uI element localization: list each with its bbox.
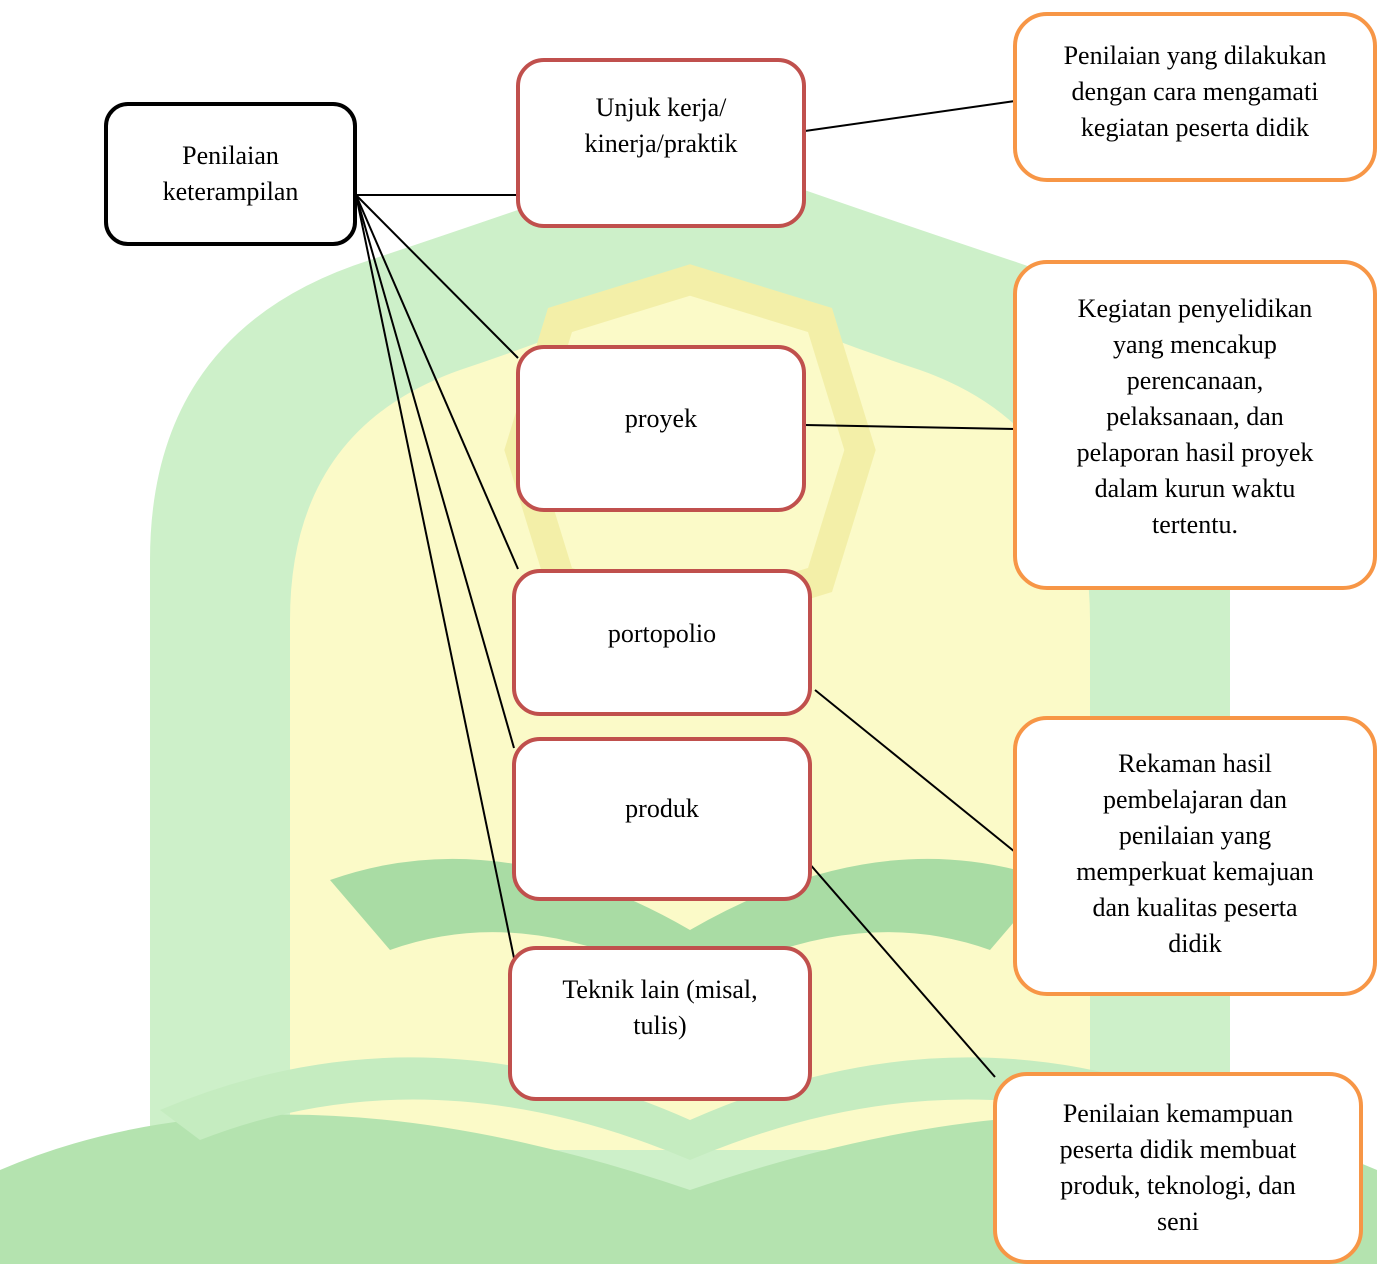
category-label: produk bbox=[625, 794, 699, 823]
connector-root-teknik-lain bbox=[355, 194, 515, 959]
root-label: Penilaian keterampilan bbox=[162, 141, 299, 206]
connector-portopolio-description bbox=[814, 689, 1016, 853]
connector-root-proyek bbox=[355, 194, 519, 359]
connector-root-portopolio bbox=[355, 194, 519, 570]
category-produk: produk bbox=[512, 737, 812, 901]
connector-unjuk-kerja-description bbox=[804, 100, 1016, 132]
description-portopolio: Rekaman hasil pembelajaran dan penilaian… bbox=[1013, 716, 1377, 996]
category-unjuk-kerja: Unjuk kerja/ kinerja/praktik bbox=[516, 58, 806, 228]
category-label: proyek bbox=[624, 404, 698, 433]
category-label: portopolio bbox=[607, 619, 717, 648]
category-teknik-lain: Teknik lain (misal, tulis) bbox=[508, 946, 812, 1101]
root-node: Penilaian keterampilan bbox=[104, 102, 357, 246]
category-proyek: proyek bbox=[516, 345, 806, 512]
description-text: Rekaman hasil pembelajaran dan penilaian… bbox=[1076, 749, 1314, 958]
description-text: Penilaian kemampuan peserta didik membua… bbox=[1059, 1099, 1297, 1236]
category-portopolio: portopolio bbox=[512, 569, 812, 716]
watermark-book-page-3 bbox=[160, 1057, 1220, 1160]
description-unjuk-kerja: Penilaian yang dilakukan dengan cara men… bbox=[1013, 12, 1377, 182]
description-text: Kegiatan penyelidikan yang mencakup pere… bbox=[1076, 294, 1314, 539]
description-text: Penilaian yang dilakukan dengan cara men… bbox=[1063, 41, 1327, 142]
category-label: Teknik lain (misal, tulis) bbox=[562, 975, 758, 1040]
connector-proyek-description bbox=[804, 424, 1016, 430]
description-proyek: Kegiatan penyelidikan yang mencakup pere… bbox=[1013, 260, 1377, 590]
category-label: Unjuk kerja/ kinerja/praktik bbox=[584, 93, 738, 158]
connector-produk-description bbox=[807, 861, 996, 1078]
watermark-book-page-1 bbox=[330, 858, 1050, 990]
description-produk: Penilaian kemampuan peserta didik membua… bbox=[993, 1072, 1363, 1264]
connector-root-produk bbox=[355, 194, 515, 749]
